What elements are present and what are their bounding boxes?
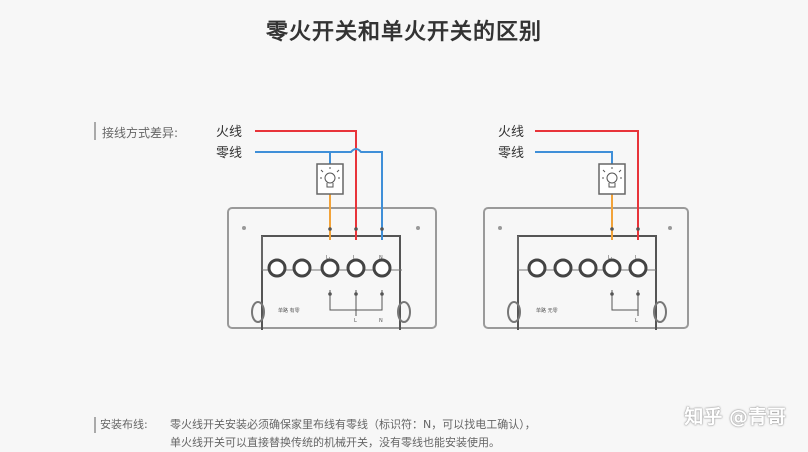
left-zero-label: 零线 bbox=[216, 146, 242, 161]
installation-note-heading: 安装布线: bbox=[94, 416, 170, 434]
right-switch-diagram: 火线 零线 L₁ L 单路 无零 L bbox=[483, 125, 689, 330]
left-terminal-mark: L₁ bbox=[326, 255, 331, 261]
left-terminal-screw bbox=[346, 258, 366, 278]
left-panel-screw bbox=[242, 226, 246, 230]
watermark: 知乎 @青哥 bbox=[684, 406, 786, 428]
right-terminal-mark: L₁ bbox=[608, 255, 613, 261]
right-mount-slot bbox=[653, 301, 667, 323]
right-terminal-screw bbox=[628, 258, 648, 278]
left-terminal-screw bbox=[292, 258, 312, 278]
right-terminal-screw bbox=[527, 258, 547, 278]
right-internal-dot bbox=[636, 292, 640, 296]
left-load-dot bbox=[328, 227, 332, 231]
left-fire-label: 火线 bbox=[216, 125, 242, 140]
right-mount-slot bbox=[507, 301, 521, 323]
right-bottom-mark: L bbox=[635, 318, 638, 324]
left-internal-dot bbox=[354, 292, 358, 296]
right-zero-wire bbox=[535, 151, 613, 164]
right-panel-screw bbox=[668, 226, 672, 230]
right-fire-label: 火线 bbox=[498, 125, 524, 140]
left-internal-dot bbox=[380, 292, 384, 296]
left-terminal-block bbox=[261, 235, 401, 330]
left-bottom-mark: N bbox=[379, 318, 383, 324]
wiring-difference-label: 接线方式差异: bbox=[93, 122, 179, 140]
left-terminal-mark: N bbox=[379, 255, 383, 261]
left-terminal-screw bbox=[267, 258, 287, 278]
right-terminal-block bbox=[517, 235, 657, 330]
left-mount-slot bbox=[397, 301, 411, 323]
left-switch-diagram: 火线 零线 L₁ L N 单路 有零 L N bbox=[216, 125, 437, 330]
installation-note-line2: 单火线开关可以直接替换传统的机械开关，没有零线也能安装使用。 bbox=[170, 436, 500, 449]
right-switch-panel bbox=[483, 207, 689, 329]
right-fire-wire bbox=[535, 130, 639, 240]
left-mount-slot bbox=[251, 301, 265, 323]
right-panel-screw bbox=[498, 226, 502, 230]
right-internal-wire bbox=[611, 290, 639, 311]
right-panel-text: 单路 无零 bbox=[536, 307, 558, 314]
page-title: 零火开关和单火开关的区别 bbox=[265, 20, 542, 45]
left-terminal-screw bbox=[372, 258, 392, 278]
right-terminal-mark: L bbox=[635, 255, 638, 261]
left-zero-wire bbox=[255, 148, 383, 240]
right-terminal-screw bbox=[578, 258, 598, 278]
right-internal-dot bbox=[610, 292, 614, 296]
installation-note-line1: 零火线开关安装必须确保家里布线有零线（标识符：N，可以找电工确认）， bbox=[170, 418, 536, 431]
left-terminal-mark: L bbox=[353, 255, 356, 261]
right-terminal-screw bbox=[602, 258, 622, 278]
left-switch-panel bbox=[227, 207, 437, 329]
right-terminal-screw bbox=[553, 258, 573, 278]
left-lamp-box bbox=[316, 163, 344, 195]
left-fire-dot bbox=[354, 227, 358, 231]
left-panel-text: 单路 有零 bbox=[278, 307, 300, 314]
left-bottom-mark: L bbox=[354, 318, 357, 324]
right-load-dot bbox=[610, 227, 614, 231]
left-internal-dot bbox=[328, 292, 332, 296]
left-zero-dot bbox=[380, 227, 384, 231]
lightbulb-icon bbox=[320, 167, 340, 188]
right-fire-dot bbox=[636, 227, 640, 231]
lightbulb-icon bbox=[602, 167, 622, 188]
installation-note: 安装布线:零火线开关安装必须确保家里布线有零线（标识符：N，可以找电工确认）， … bbox=[94, 416, 536, 452]
right-zero-label: 零线 bbox=[498, 146, 524, 161]
left-terminal-screw bbox=[320, 258, 340, 278]
left-fire-wire bbox=[255, 130, 357, 240]
left-panel-screw bbox=[416, 226, 420, 230]
